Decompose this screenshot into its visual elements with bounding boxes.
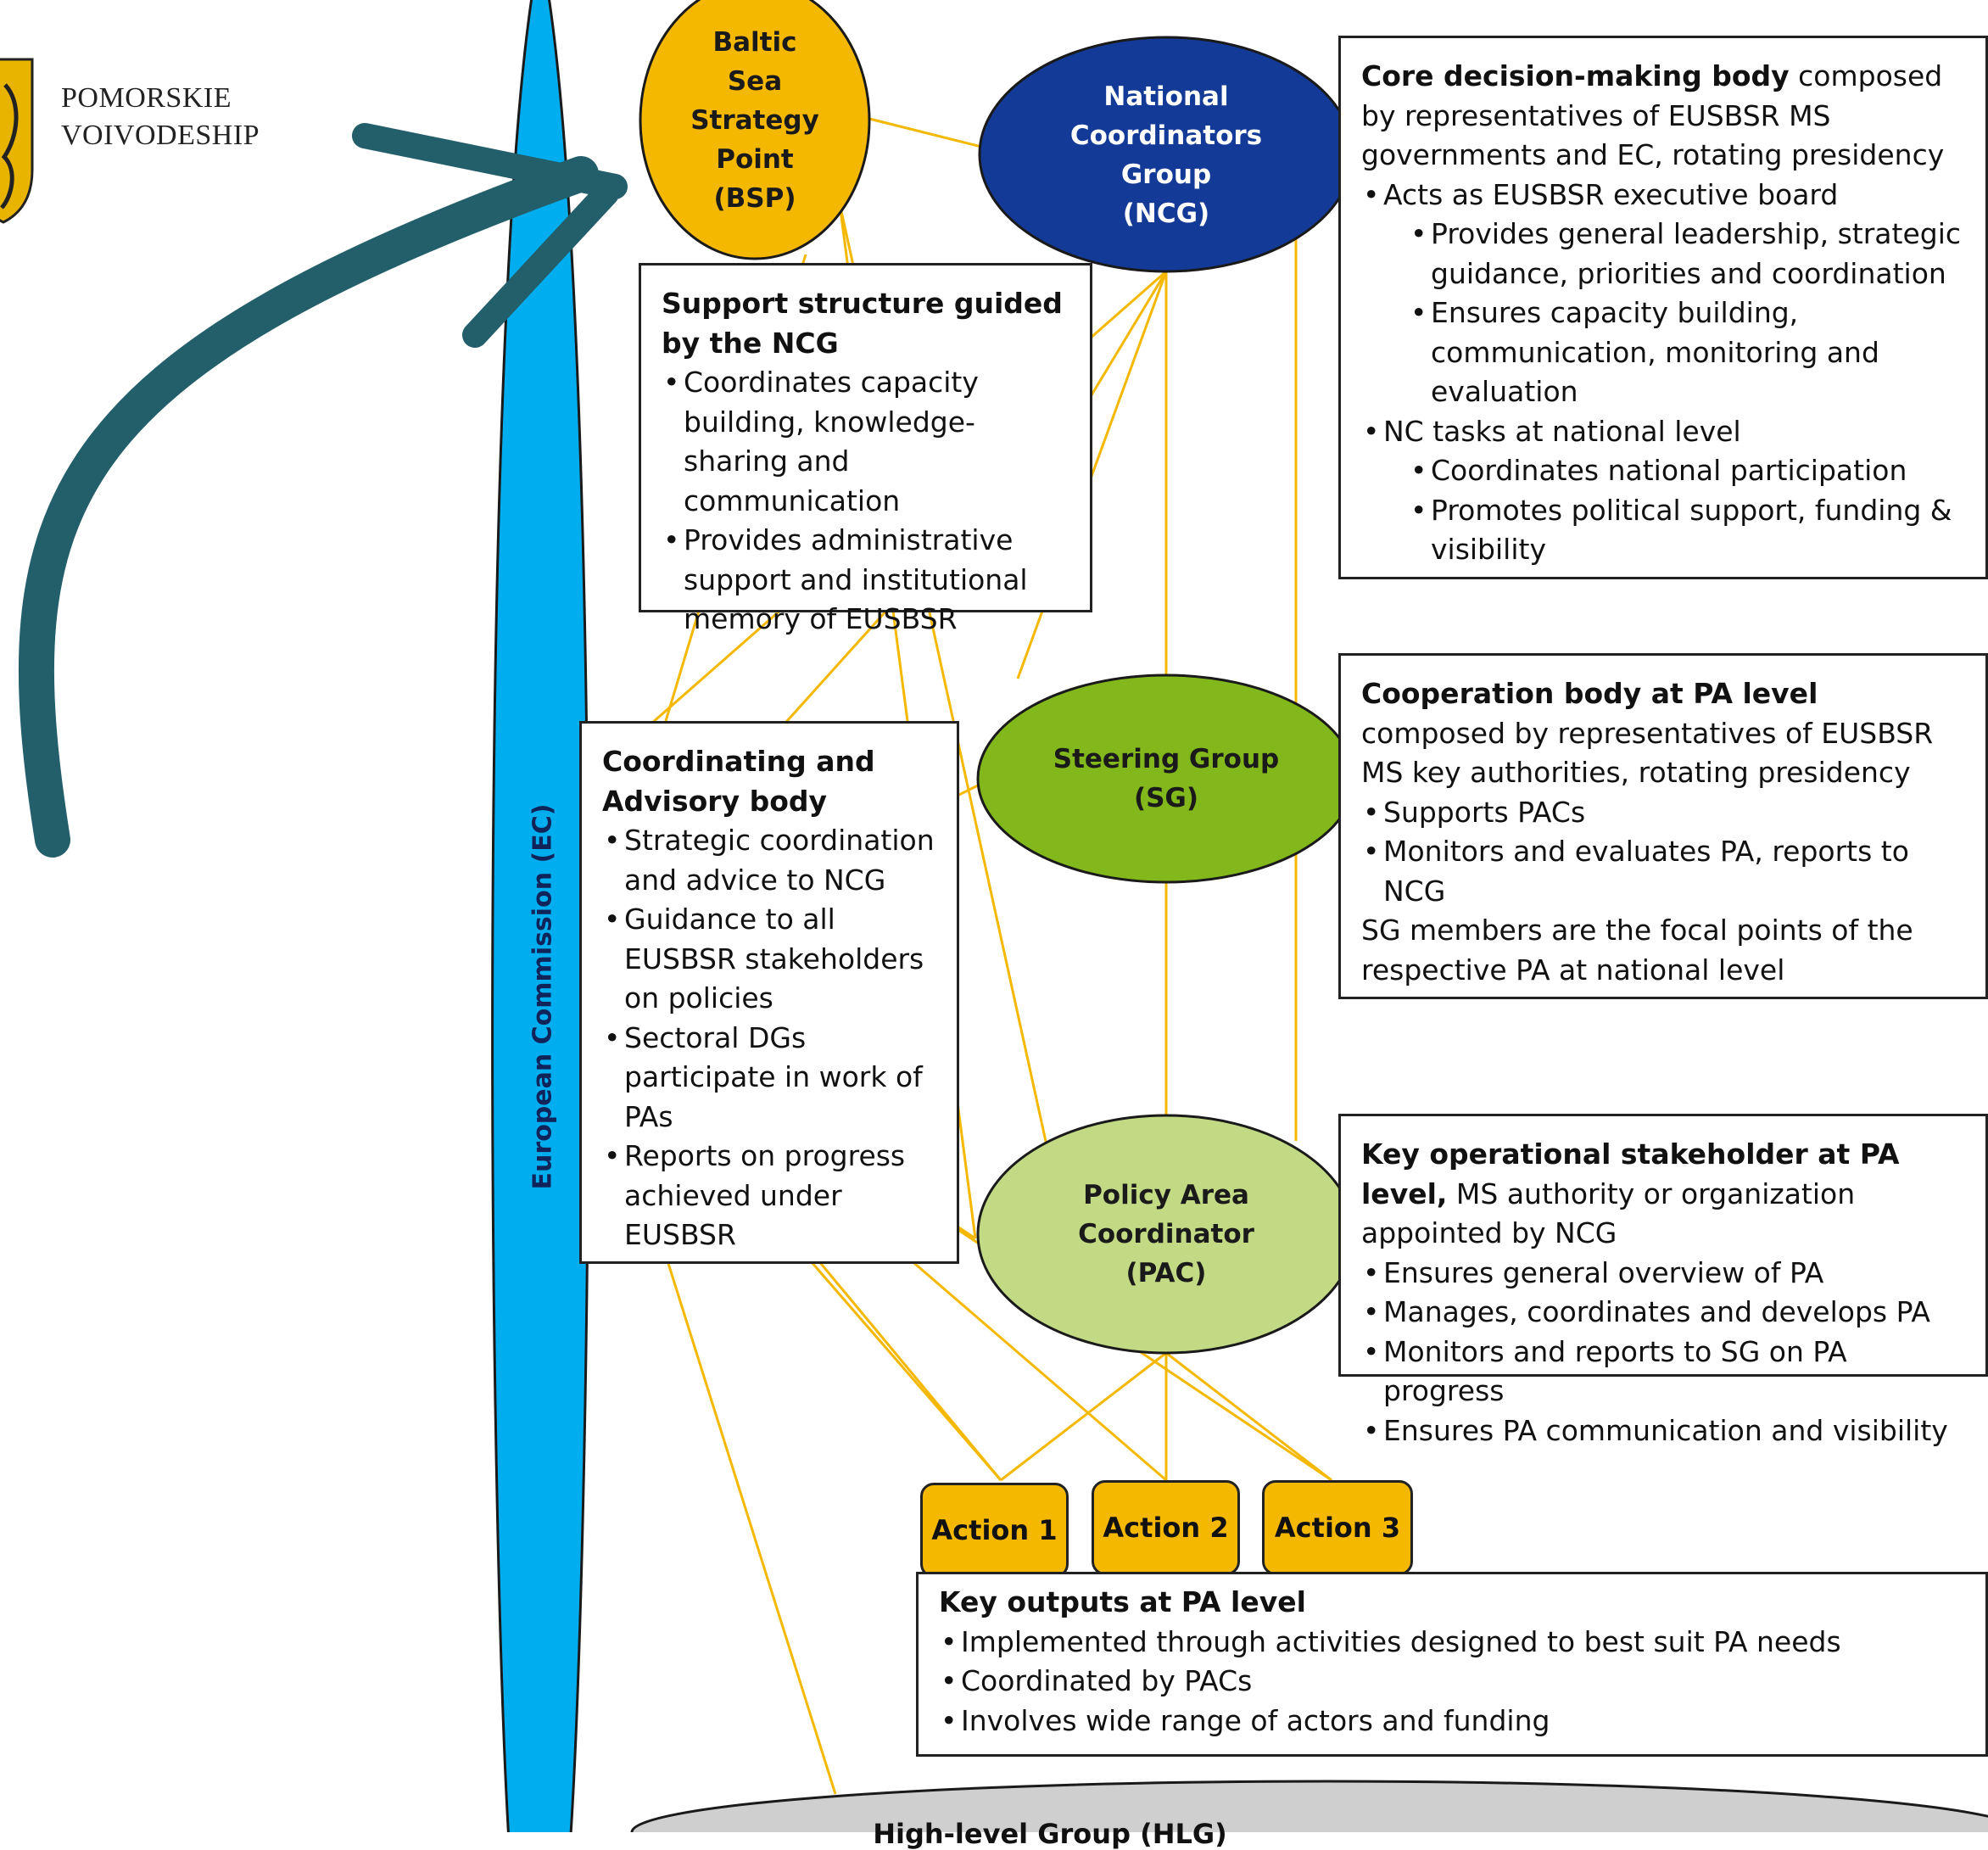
action-1: Action 1 [920,1483,1069,1578]
sg-description-text: composed by representatives of EUSBSR MS… [1361,716,1934,790]
list-item: Ensures PA communication and visibility [1361,1411,1967,1451]
outputs-list: Implemented through activities designed … [939,1623,1967,1741]
curved-arrow [18,123,628,858]
hlg-label: High-level Group (HLG) [873,1818,1227,1850]
list-item: Provides general leadership, strategic g… [1409,215,1967,293]
sg-description-list: Supports PACs Monitors and evaluates PA,… [1361,793,1967,912]
pac-description-box: Key operational stakeholder at PA level,… [1338,1114,1988,1450]
list-item: Monitors and evaluates PA, reports to NC… [1361,832,1967,911]
ec-description-title: Coordinating and Advisory body [602,745,875,818]
list-item: Coordinates national participation [1409,451,1967,491]
ncg-description-intro: Core decision-making body composed by re… [1361,57,1967,176]
action-3: Action 3 [1262,1480,1413,1575]
outputs-box: Key outputs at PA level Implemented thro… [916,1572,1988,1757]
bsp-ellipse [639,0,871,260]
logo-line-1: POMORSKIE [61,82,232,114]
ncg-description-list: Acts as EUSBSR executive board Provides … [1361,176,1967,570]
outputs-title: Key outputs at PA level [939,1585,1306,1618]
pac-description-text: MS authority or organization appointed b… [1361,1177,1856,1250]
list-item: Guidance to all EUSBSR stakeholders on p… [602,900,938,1019]
list-item: Supports PACs [1361,793,1967,833]
ec-description-box: Coordinating and Advisory body Strategic… [579,721,959,1264]
bsp-description-title: Support structure guided by the NCG [662,287,1063,360]
bsp-description-box: Support structure guided by the NCG Coor… [639,263,1092,635]
ncg-description-box: Core decision-making body composed by re… [1338,36,1988,579]
coat-of-arms-logo [0,58,34,224]
sg-description-note: SG members are the focal points of the r… [1361,914,1913,986]
sg-description-intro: Cooperation body at PA level composed by… [1361,674,1967,793]
list-item: Sectoral DGs participate in work of PAs [602,1019,938,1137]
logo-text: POMORSKIE VOIVODESHIP [61,80,260,154]
list-item: Strategic coordination and advice to NCG [602,821,938,900]
list-item: Coordinates capacity building, knowledge… [662,363,1071,521]
sg-description-title: Cooperation body at PA level [1361,677,1818,710]
pac-label: Policy Area Coordinator (PAC) [1078,1180,1254,1288]
bsp-description-list: Coordinates capacity building, knowledge… [662,363,1071,640]
list-item: Manages, coordinates and develops PA [1361,1293,1967,1333]
ec-label: European Commission (EC) [528,803,558,1190]
ec-ellipse [491,0,590,1832]
list-item: Involves wide range of actors and fundin… [939,1702,1967,1741]
list-item: Coordinated by PACs [939,1662,1967,1702]
list-item: Provides administrative support and inst… [662,521,1071,640]
ncg-description-title: Core decision-making body [1361,59,1790,92]
sg-label: Steering Group (SG) [1053,744,1280,813]
logo-line-2: VOIVODESHIP [61,120,260,151]
hlg-ellipse [630,1780,1988,1832]
list-item: Ensures general overview of PA [1361,1254,1967,1294]
ncg-description-text: composed by representatives of EUSBSR MS… [1361,59,1945,171]
list-item: NC tasks at national level [1361,412,1967,452]
list-item: Reports on progress achieved under EUSBS… [602,1137,938,1255]
list-item: Monitors and reports to SG on PA progres… [1361,1333,1967,1411]
sg-description-box: Cooperation body at PA level composed by… [1338,653,1988,999]
bsp-label: Baltic Sea Strategy Point (BSP) [690,27,819,214]
pac-description-title: Key operational stakeholder at PA level, [1361,1137,1900,1210]
list-item: Promotes political support, funding & vi… [1409,491,1967,570]
ncg-label: National Coordinators Group (NCG) [1069,81,1263,229]
list-item: Implemented through activities designed … [939,1623,1967,1663]
action-2: Action 2 [1092,1480,1240,1575]
pac-description-intro: Key operational stakeholder at PA level,… [1361,1135,1967,1254]
list-item: Acts as EUSBSR executive board [1361,176,1967,215]
pac-description-list: Ensures general overview of PA Manages, … [1361,1254,1967,1451]
ec-description-list: Strategic coordination and advice to NCG… [602,821,938,1255]
list-item: Ensures capacity building, communication… [1409,293,1967,412]
